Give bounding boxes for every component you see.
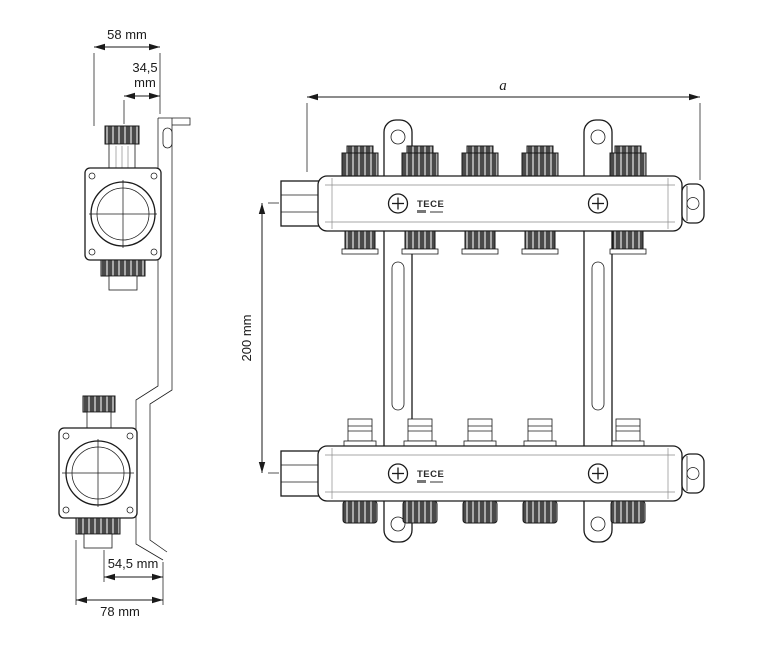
front-view: TECE TECE <box>280 119 705 543</box>
bracket-slot-hole <box>162 127 173 149</box>
return-manifold-bar: TECE <box>280 445 705 502</box>
outlet-nut <box>402 500 438 524</box>
outlet-nut <box>609 230 647 255</box>
valve-cap-knurl <box>82 395 116 413</box>
outlet-nut <box>342 500 378 524</box>
outlet-nut <box>461 230 499 255</box>
valve-cap-knurl <box>104 125 140 145</box>
dimension-58mm: 58 mm <box>93 27 161 126</box>
dimensions: 58 mm 34,5 mm a 200 mm 54,5 m <box>75 27 701 619</box>
brand-logo-submark <box>430 211 443 213</box>
valve-cap-body <box>86 411 112 429</box>
dimension-label: a <box>499 78 507 94</box>
union-nut-knurl <box>75 517 121 535</box>
dimension-label: 78 mm <box>100 604 140 619</box>
outlet-nut <box>521 230 559 255</box>
clamp-screw-icon <box>587 463 609 484</box>
brand-logo-submark <box>417 210 426 213</box>
dimension-200mm: 200 mm <box>239 202 279 474</box>
clamp-screw-icon <box>387 193 409 214</box>
side-view <box>58 117 191 561</box>
valve-spindle <box>463 418 497 447</box>
valve-spindle <box>523 418 557 447</box>
brand-logo-submark <box>430 481 443 483</box>
dimension-label: 54,5 mm <box>108 556 159 571</box>
valve-cap <box>401 145 439 177</box>
valve-spindle <box>403 418 437 447</box>
valve-cap <box>521 145 559 177</box>
brand-logo: TECE <box>417 199 444 210</box>
outlet-nut <box>522 500 558 524</box>
union-nut-knurl <box>100 259 146 277</box>
dimension-label: 34,5 <box>132 60 157 75</box>
valve-spindle <box>611 418 645 447</box>
pipe-stub <box>108 275 138 291</box>
dimension-78mm: 78 mm <box>75 540 163 619</box>
supply-manifold-bar: TECE <box>280 175 705 232</box>
dimension-label: 200 mm <box>239 315 254 362</box>
pipe-stub <box>83 533 113 549</box>
valve-cap <box>609 145 647 177</box>
outlet-nut <box>341 230 379 255</box>
clamp-screw-icon <box>587 193 609 214</box>
valve-cap <box>461 145 499 177</box>
brand-logo: TECE <box>417 469 444 480</box>
outlet-nut <box>401 230 439 255</box>
dimension-54-5mm: 54,5 mm <box>103 550 164 605</box>
outlet-nut <box>462 500 498 524</box>
lower-valve-side <box>58 395 138 549</box>
upper-valve-side <box>84 125 162 291</box>
valve-cap <box>341 145 379 177</box>
dimension-a: a <box>306 78 701 180</box>
mounting-bracket-side <box>135 117 191 561</box>
dimension-unit: mm <box>134 75 156 90</box>
brand-logo-submark <box>417 480 426 483</box>
dimension-label: 58 mm <box>107 27 147 42</box>
dimension-34-5mm: 34,5 mm <box>123 60 160 124</box>
valve-spindle <box>343 418 377 447</box>
outlet-nut <box>610 500 646 524</box>
clamp-screw-icon <box>387 463 409 484</box>
